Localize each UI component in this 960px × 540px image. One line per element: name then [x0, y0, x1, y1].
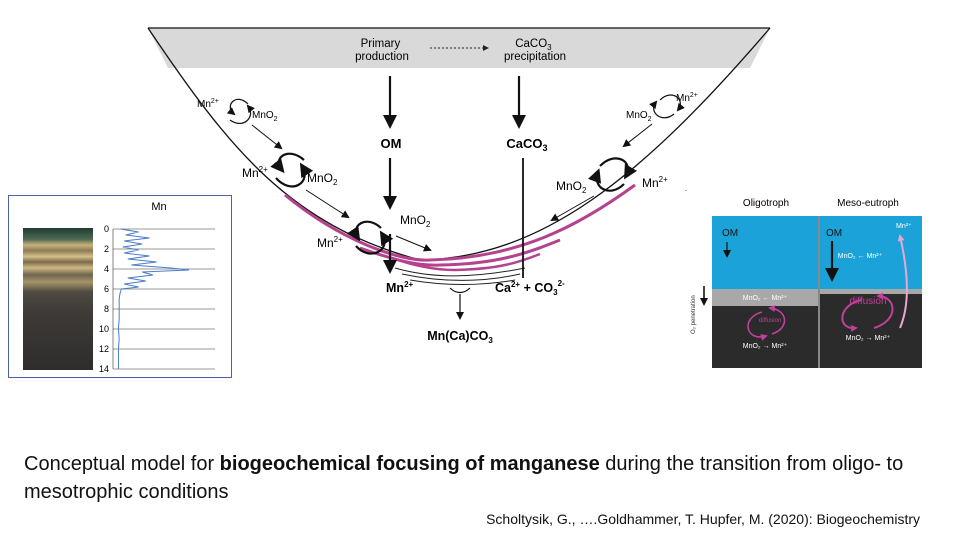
oligotroph-title: Oligotroph [743, 198, 789, 209]
mn2-label-mid-left: Mn2+ [242, 165, 268, 180]
mno2-slope-arrow [395, 235, 432, 252]
depth-tick-label: 8 [104, 304, 109, 314]
depth-tick-label: 10 [99, 324, 109, 334]
sediment-core-panel: Mn 0 2 4 6 8 10 12 14 [8, 195, 232, 378]
depth-tick-label: 14 [99, 364, 109, 374]
mno2-label-mid-left: MnO2 [307, 171, 338, 187]
redox-cycle-arrow [346, 220, 382, 242]
core-photo [23, 228, 93, 370]
slide-caption: Conceptual model for biogeochemical focu… [24, 450, 924, 506]
core-graphic: Mn 0 2 4 6 8 10 12 14 [23, 201, 215, 374]
meso-eutroph-title: Meso-eutroph [837, 198, 899, 209]
ca-co3-label: Ca2+ + CO32- [495, 279, 565, 297]
redox-cycle-arrow [355, 230, 394, 255]
om-label-oligotroph: OM [722, 228, 738, 239]
primary-production-label: Primary production [355, 38, 409, 63]
caco3-precipitation-label: CaCO3 precipitation [504, 38, 566, 63]
mno2-label-mid-right: MnO2 [556, 179, 587, 195]
meso-mno2-top: MnO₂ ← Mn²⁺ [838, 253, 883, 260]
sediment-line [409, 279, 516, 285]
mn2-label-upper-left: Mn2+ [197, 98, 219, 110]
meso-diffusion-label: diffusion [849, 296, 886, 307]
mn2-bottom-label: Mn2+ [386, 280, 414, 295]
redox-cycle-arrow [270, 152, 305, 174]
redox-cycle-arrow [649, 100, 675, 119]
caco3-label: CaCO3 [506, 136, 547, 153]
citation: Scholtysik, G., ….Goldhammer, T. Hupfer,… [486, 511, 920, 527]
core-depth-grid: 0 2 4 6 8 10 12 14 [99, 224, 215, 374]
meso-mno2-bottom: MnO₂ → Mn²⁺ [846, 335, 891, 342]
precipitation-merge-arrow [449, 287, 471, 294]
om-label-meso: OM [826, 228, 842, 239]
mno2-label-upper-left: MnO2 [252, 110, 278, 123]
diffusion-cycle-meso [873, 292, 894, 329]
sediment-line [394, 267, 526, 277]
caption-text-before: Conceptual model for [24, 453, 220, 475]
o2-penetration-label: O₂ penetration [691, 295, 697, 334]
depth-tick-label: 2 [104, 244, 109, 254]
oligotroph-oxic-layer [712, 289, 818, 306]
sediment-line [401, 273, 521, 281]
mn-profile-line [117, 228, 190, 369]
mno2-label-upper-right: MnO2 [626, 110, 652, 123]
caption-bold-text: biogeochemical focusing of manganese [219, 453, 600, 475]
redox-cycle-arrow [229, 104, 255, 125]
depth-tick-label: 4 [104, 264, 109, 274]
depth-tick-label: 12 [99, 344, 109, 354]
trophic-state-panel: Oligotroph Meso-eutroph OM OM O₂ penetra… [691, 198, 922, 368]
mn2-label-lower-left: Mn2+ [317, 235, 343, 250]
diffusion-cycle-meso [841, 299, 863, 332]
oligo-mno2-bottom: MnO₂ → Mn²⁺ [743, 343, 788, 350]
diffusion-arrow-up [897, 234, 908, 329]
mno2-label-lower-left: MnO2 [400, 213, 431, 229]
depth-tick-label: 0 [104, 224, 109, 234]
depth-tick-label: 6 [104, 284, 109, 294]
mno2-slope-arrow [622, 123, 653, 148]
oligo-diffusion-label: diffusion [759, 318, 781, 324]
mno2-slope-arrow [251, 124, 283, 150]
mno2-slope-arrow [550, 195, 595, 221]
sediment-band [284, 183, 636, 262]
core-chart-title: Mn [151, 201, 166, 213]
mn2-label-upper-right: Mn2+ [676, 92, 698, 104]
redox-cycle-arrow [226, 98, 249, 116]
redox-cycle-arrow [599, 157, 638, 180]
meso-mn2-top: Mn²⁺ [896, 223, 912, 230]
redox-cycle-arrow [587, 168, 625, 192]
redox-cycle-arrow [275, 162, 314, 188]
mnca-co3-label: Mn(Ca)CO3 [427, 329, 493, 345]
oligo-mno2-top: MnO₂ ← Mn²⁺ [743, 295, 788, 302]
mno2-slope-arrow [305, 189, 350, 219]
redox-cycle-arrow [659, 94, 685, 112]
caption-text-after: during the transition from oligo- to mes… [24, 453, 904, 503]
om-label: OM [381, 136, 402, 151]
diffusion-cycle-oligo [768, 305, 786, 335]
diffusion-cycle-oligo [747, 311, 768, 341]
oligotroph-water [712, 216, 818, 289]
meso-eutroph-oxic-layer [820, 289, 922, 294]
mn2-label-mid-right: Mn2+ [642, 175, 668, 190]
